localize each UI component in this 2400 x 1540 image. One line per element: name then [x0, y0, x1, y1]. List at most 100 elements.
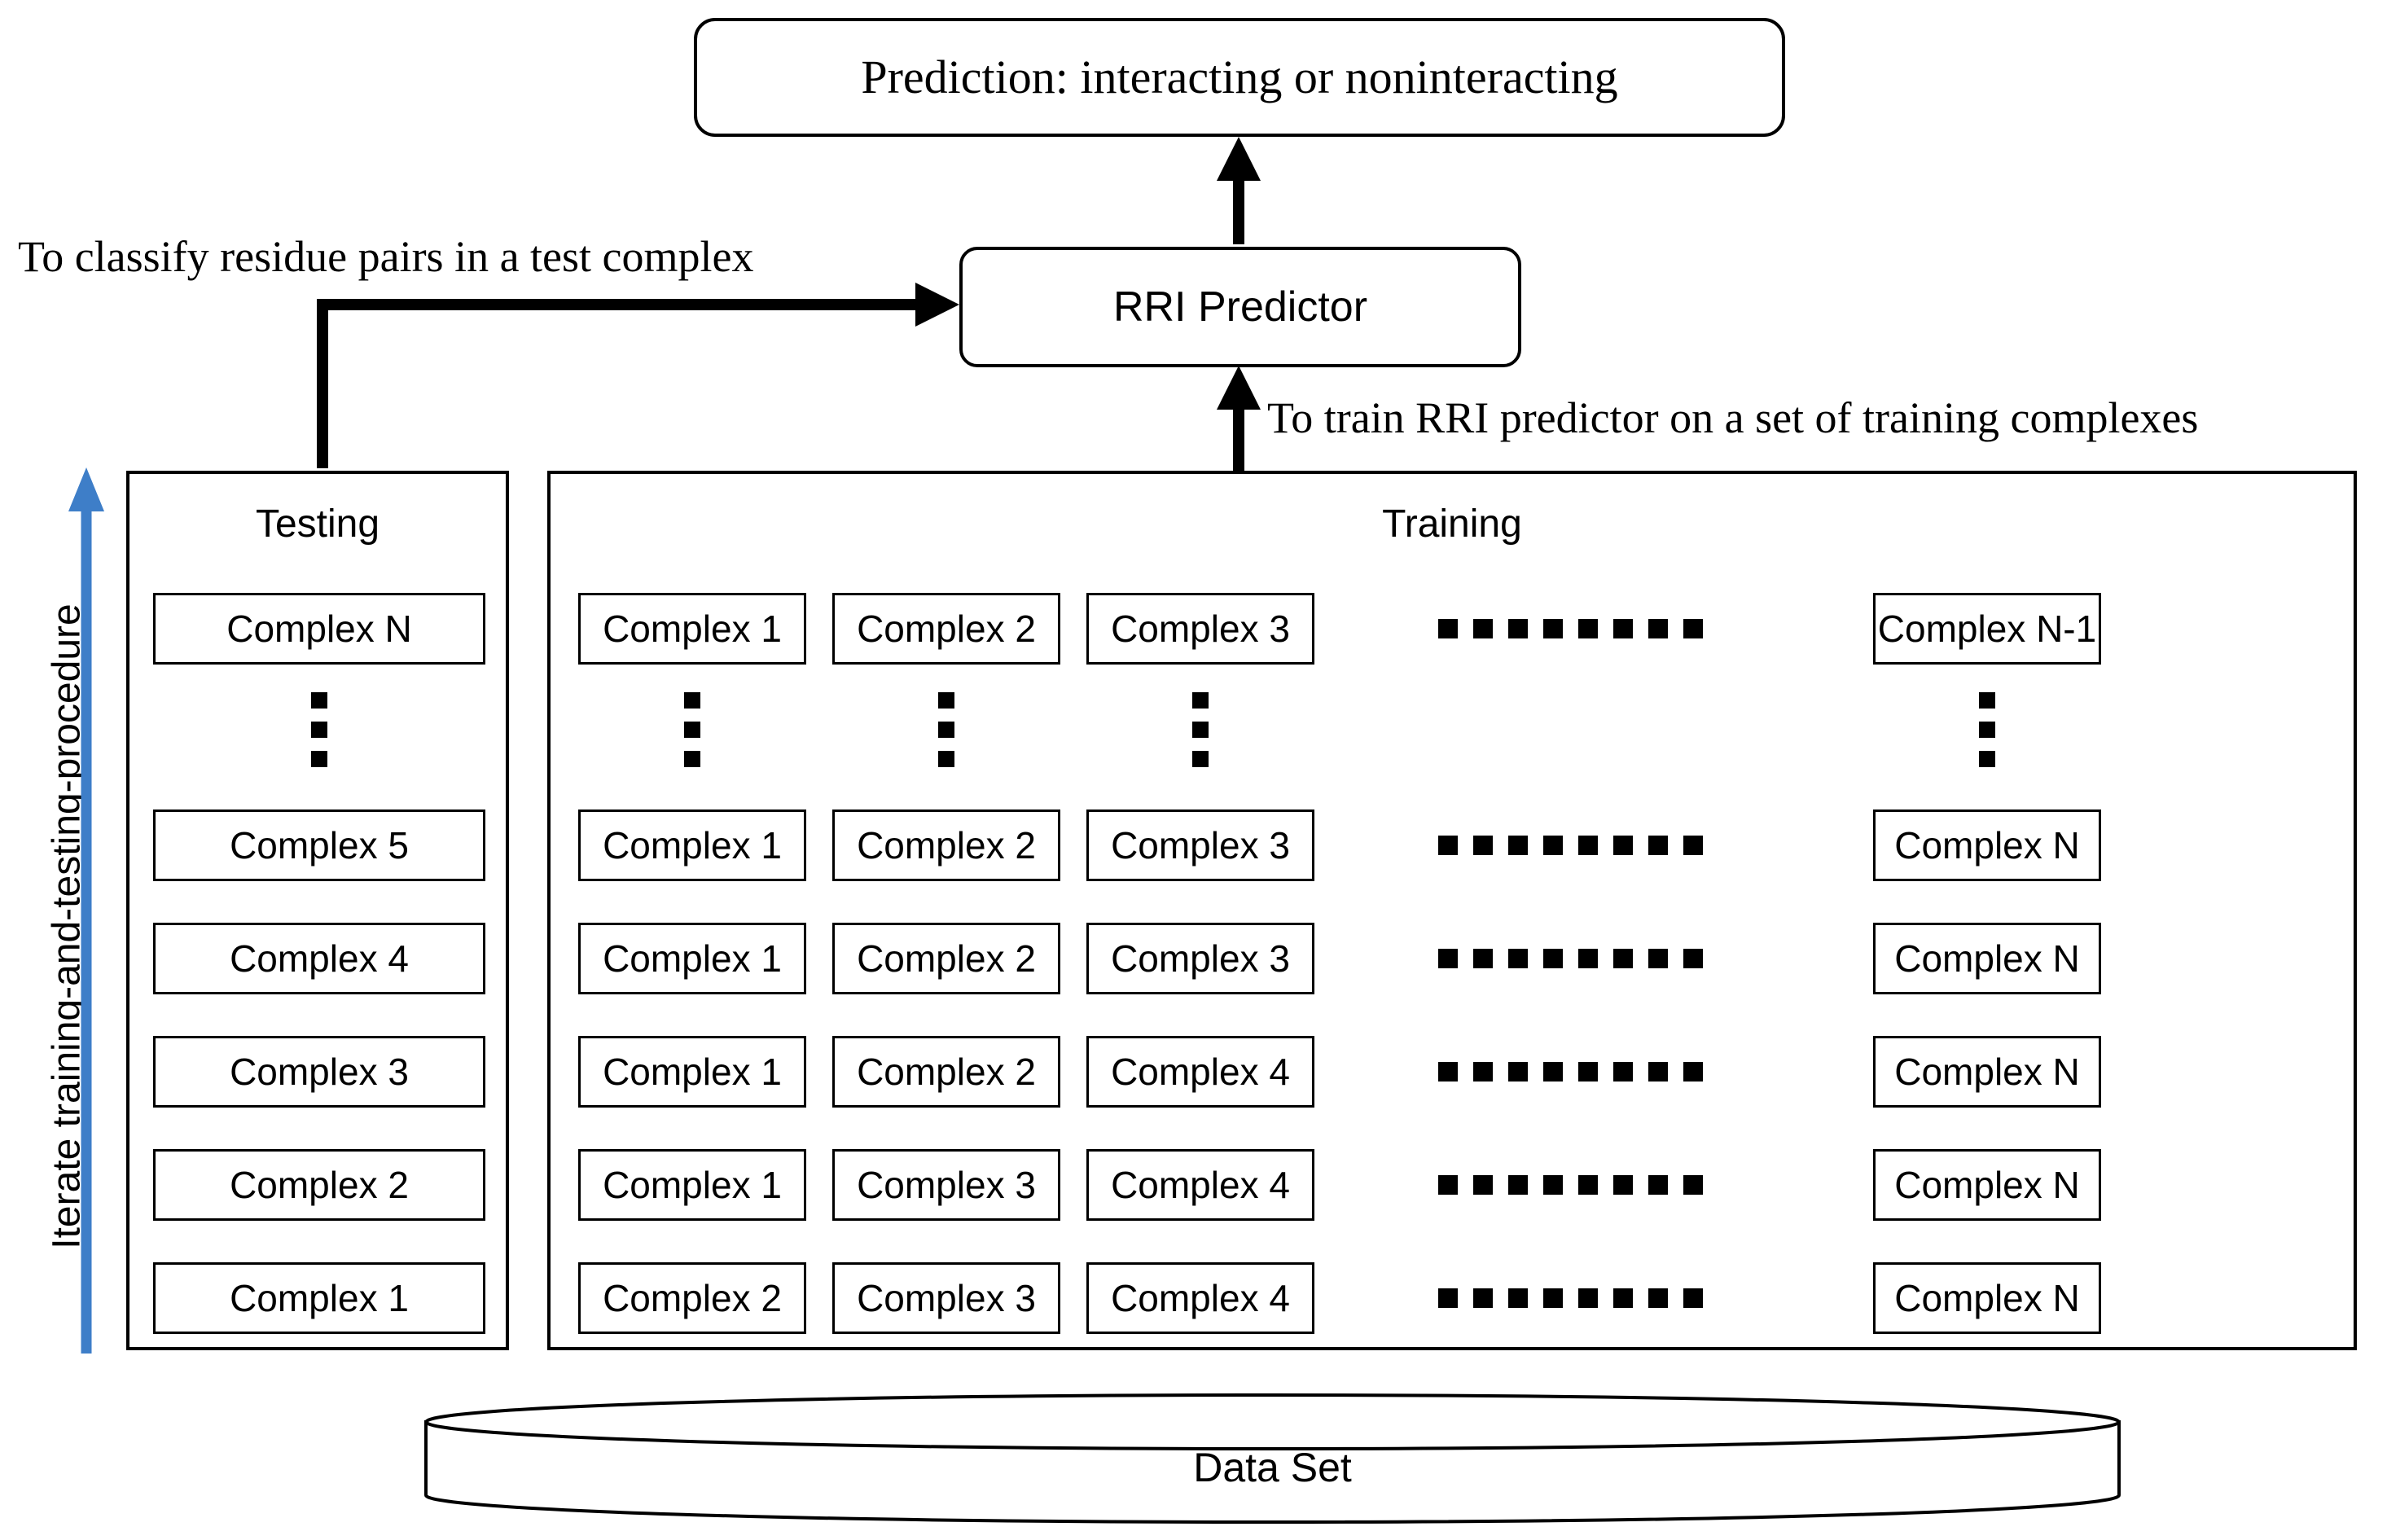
training-panel: Training Complex 1 Complex 2 Complex 3 C… [547, 471, 2357, 1350]
dot [1192, 722, 1209, 738]
training-cell: Complex 1 [578, 809, 806, 881]
training-horizontal-ellipsis [1438, 619, 1703, 638]
testing-cell-complex-2: Complex 2 [153, 1149, 485, 1221]
dot [1543, 949, 1563, 968]
training-cell: Complex 4 [1086, 1036, 1314, 1108]
dataset-cylinder: Data Set [423, 1393, 2121, 1525]
testing-cell-complex-1: Complex 1 [153, 1262, 485, 1334]
dot [1438, 1175, 1458, 1195]
dot [684, 692, 700, 709]
dot [1578, 1175, 1598, 1195]
dot [1648, 836, 1668, 855]
dot [1438, 1288, 1458, 1308]
dot [1683, 1062, 1703, 1082]
training-vertical-ellipsis [1979, 692, 1995, 767]
arrow-testing-to-predictor [317, 283, 959, 468]
dot [1508, 1175, 1528, 1195]
training-cell: Complex 2 [578, 1262, 806, 1334]
iterate-up-arrow-icon [68, 467, 104, 1354]
dot [1979, 722, 1995, 738]
dot [1683, 1288, 1703, 1308]
arrow-predictor-to-prediction [1217, 137, 1261, 244]
dot [1613, 619, 1633, 638]
training-cell: Complex 2 [832, 593, 1060, 665]
dot [1508, 836, 1528, 855]
dot [1473, 1175, 1493, 1195]
training-cell: Complex 3 [1086, 809, 1314, 881]
dot [1648, 619, 1668, 638]
dot [938, 722, 954, 738]
training-cell-tail: Complex N [1873, 923, 2101, 994]
testing-cell-complex-5: Complex 5 [153, 809, 485, 881]
testing-cell-complex-n: Complex N [153, 593, 485, 665]
dot [1473, 949, 1493, 968]
dot [1578, 836, 1598, 855]
dot [1508, 949, 1528, 968]
training-cell: Complex 1 [578, 1149, 806, 1221]
training-horizontal-ellipsis [1438, 949, 1703, 968]
training-cell: Complex 4 [1086, 1149, 1314, 1221]
dot [1613, 949, 1633, 968]
training-cell: Complex 1 [578, 923, 806, 994]
training-panel-title: Training [1382, 502, 1522, 546]
training-horizontal-ellipsis [1438, 1175, 1703, 1195]
dot [1438, 949, 1458, 968]
dot [1543, 1062, 1563, 1082]
training-cell: Complex 3 [1086, 593, 1314, 665]
training-cell: Complex 3 [1086, 923, 1314, 994]
training-cell: Complex 4 [1086, 1262, 1314, 1334]
dot [1473, 836, 1493, 855]
dataset-label: Data Set [1193, 1445, 1352, 1490]
dot [1578, 1062, 1598, 1082]
dot [1192, 751, 1209, 767]
testing-panel: Testing Complex N Complex 5 Complex 4 Co… [126, 471, 509, 1350]
training-arrow-caption: To train RRI predictor on a set of train… [1267, 393, 2199, 442]
dot [1473, 619, 1493, 638]
dot [1683, 619, 1703, 638]
rri-predictor-box: RRI Predictor [959, 247, 1521, 367]
dot [1578, 619, 1598, 638]
dot [1613, 1288, 1633, 1308]
rri-predictor-label: RRI Predictor [1112, 283, 1368, 331]
training-cell-tail: Complex N [1873, 1262, 2101, 1334]
dot [311, 751, 327, 767]
dot [1683, 949, 1703, 968]
dot [1578, 1288, 1598, 1308]
training-vertical-ellipsis [684, 692, 700, 767]
training-horizontal-ellipsis [1438, 836, 1703, 855]
dot [1979, 751, 1995, 767]
training-cell: Complex 2 [832, 1036, 1060, 1108]
dot [1543, 619, 1563, 638]
prediction-box: Prediction: interacting or noninteractin… [694, 18, 1785, 137]
training-cell: Complex 3 [832, 1262, 1060, 1334]
testing-vertical-ellipsis [311, 692, 327, 767]
dot [1683, 836, 1703, 855]
dot [1438, 619, 1458, 638]
arrow-training-to-predictor [1217, 366, 1261, 471]
training-cell: Complex 1 [578, 593, 806, 665]
dot [938, 692, 954, 709]
prediction-box-label: Prediction: interacting or noninteractin… [861, 50, 1618, 103]
dot [1473, 1288, 1493, 1308]
dot [684, 722, 700, 738]
training-vertical-ellipsis [1192, 692, 1209, 767]
dot [1979, 692, 1995, 709]
testing-arrow-caption: To classify residue pairs in a test comp… [18, 232, 754, 281]
training-horizontal-ellipsis [1438, 1062, 1703, 1082]
dot [1508, 619, 1528, 638]
dot [1648, 1288, 1668, 1308]
testing-cell-complex-3: Complex 3 [153, 1036, 485, 1108]
dot [938, 751, 954, 767]
dot [1648, 949, 1668, 968]
dot [1473, 1062, 1493, 1082]
testing-panel-title: Testing [255, 502, 380, 546]
training-cell-tail: Complex N [1873, 1149, 2101, 1221]
dot [1543, 1175, 1563, 1195]
dot [684, 751, 700, 767]
dot [1578, 949, 1598, 968]
dot [1543, 836, 1563, 855]
training-horizontal-ellipsis [1438, 1288, 1703, 1308]
training-cell-tail: Complex N-1 [1873, 593, 2101, 665]
training-vertical-ellipsis [938, 692, 954, 767]
training-cell-tail: Complex N [1873, 809, 2101, 881]
